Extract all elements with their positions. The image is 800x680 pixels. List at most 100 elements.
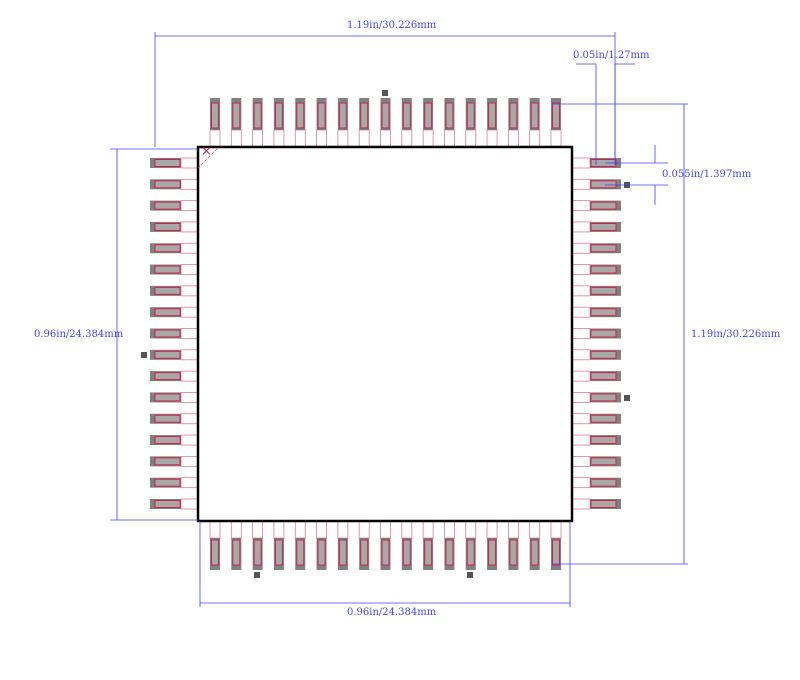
lead-outline [294, 129, 306, 148]
pad-copper [154, 436, 181, 445]
pad-copper [274, 539, 283, 566]
pad-copper [232, 102, 241, 129]
pad-copper [317, 539, 326, 566]
pad-copper [590, 265, 617, 274]
lead-outline [180, 157, 199, 169]
pad-copper [590, 244, 617, 253]
pad-copper [590, 436, 617, 445]
pad-copper [317, 102, 326, 129]
lead-outline [571, 328, 591, 339]
pad-copper [154, 308, 181, 317]
lead-outline [529, 520, 541, 539]
lead-outline [180, 434, 199, 446]
pad-copper [445, 539, 454, 566]
pad-copper [424, 539, 433, 566]
pad-copper [590, 308, 617, 317]
pad-copper [211, 539, 219, 566]
lead-outline [571, 370, 591, 382]
lead-outline [209, 520, 221, 539]
lead-outline [571, 455, 591, 467]
lead-outline [550, 129, 562, 148]
lead-outline [571, 434, 591, 446]
lead-outline [422, 129, 434, 148]
fiducial-mark [382, 90, 388, 96]
pad-copper [154, 201, 181, 210]
pad-copper [552, 539, 560, 566]
pin1-chamfer [197, 146, 220, 169]
pad-copper [274, 102, 283, 129]
pad-copper [381, 539, 390, 566]
fiducial-mark [141, 352, 147, 358]
lead-outline [180, 455, 199, 467]
pad-copper [338, 539, 347, 566]
pad-copper [402, 539, 411, 566]
pad-copper [590, 180, 617, 189]
dim-right-height: 1.19in/30.226mm [691, 329, 781, 340]
pad-copper [154, 372, 181, 381]
lead-outline [358, 520, 370, 539]
lead-outline [230, 129, 242, 148]
pad-copper [590, 329, 617, 338]
pad-copper [154, 329, 181, 338]
pad-copper [590, 414, 617, 423]
pad-copper [590, 372, 617, 381]
pad-copper [360, 102, 369, 129]
pad-copper [590, 500, 617, 508]
pad-copper [381, 102, 390, 129]
pad-copper [154, 159, 181, 167]
pad-copper [466, 539, 475, 566]
lead-outline [380, 520, 391, 539]
pad-copper [154, 478, 181, 487]
pad-copper [530, 102, 539, 129]
dim-pitch: 0.05in/1.27mm [573, 50, 650, 61]
pad-copper [253, 102, 262, 129]
lead-outline [180, 178, 199, 190]
fiducial-mark [254, 572, 260, 578]
pad-copper [154, 286, 181, 295]
pad-copper [402, 102, 411, 129]
pad-copper [154, 500, 181, 508]
lead-outline [486, 520, 498, 539]
pad-copper [590, 457, 617, 466]
lead-outline [444, 129, 455, 148]
pad-copper [296, 539, 305, 566]
lead-outline [180, 306, 199, 318]
lead-outline [337, 129, 349, 148]
lead-outline [571, 477, 591, 489]
lead-outline [180, 328, 199, 339]
lead-outline [337, 520, 349, 539]
lead-outline [252, 520, 264, 539]
lead-outline [507, 129, 519, 148]
lead-outline [550, 520, 562, 539]
pad-copper [530, 539, 539, 566]
lead-outline [486, 129, 498, 148]
pad-copper [338, 102, 347, 129]
pad-copper [232, 539, 241, 566]
lead-outline [571, 349, 591, 361]
lead-outline [252, 129, 264, 148]
lead-outline [401, 129, 413, 148]
pad-copper [211, 102, 219, 129]
dim-top-width: 1.19in/30.226mm [347, 20, 437, 31]
lead-outline [180, 221, 199, 233]
pad-copper [154, 180, 181, 189]
lead-outline [180, 370, 199, 382]
lead-outline [180, 242, 199, 254]
lead-outline [358, 129, 370, 148]
lead-outline [571, 392, 591, 403]
lead-outline [529, 129, 541, 148]
lead-outline [180, 200, 199, 212]
pad-copper [590, 393, 617, 402]
lead-outline [401, 520, 413, 539]
pad-copper [154, 350, 181, 359]
lead-outline [180, 413, 199, 425]
lead-outline [465, 129, 477, 148]
pad-copper [590, 222, 617, 231]
pad-copper [488, 102, 497, 129]
pad-copper [445, 102, 454, 129]
fiducial-mark [624, 395, 630, 401]
lead-outline [571, 285, 591, 297]
lead-outline [571, 498, 591, 510]
lead-outline [273, 129, 285, 148]
